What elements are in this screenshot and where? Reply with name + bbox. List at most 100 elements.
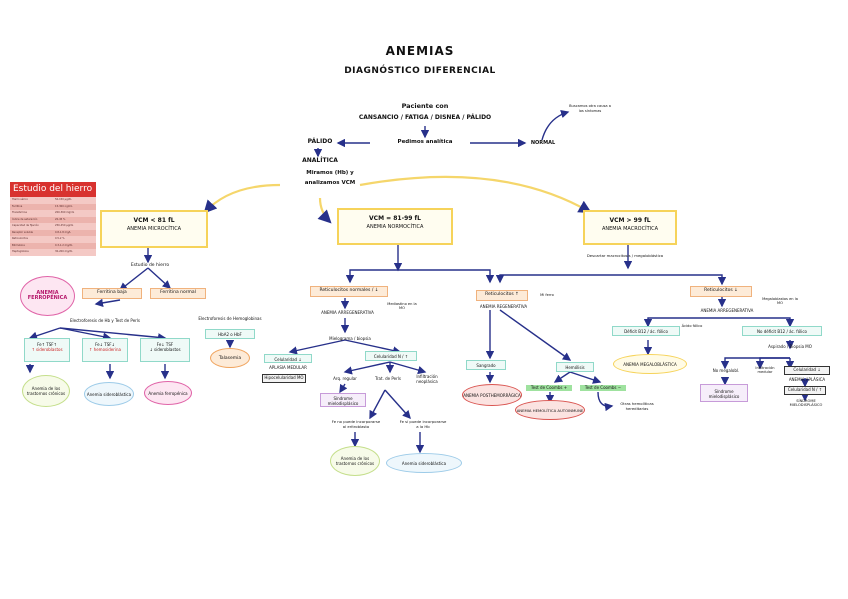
iron-param-range: 30-200 mg/dL <box>55 250 73 253</box>
b12-deficit: Déficit B12 / ác. fólico <box>612 326 680 336</box>
micro-electro-perls: Electroforesis de Hb y Test de Perls <box>69 318 140 323</box>
micro-branch3-b: ↓ sideroblastos <box>149 347 181 352</box>
iron-study-row: Bilirrubina 0.3-1.2 mg/dL <box>10 242 96 249</box>
micro-branch1: Fe↑ TSF↑ ↑ sideroblastos <box>24 338 70 362</box>
folic-note: Ácido fólico <box>681 324 703 328</box>
ferritin-normal: Ferritina normal <box>150 288 206 299</box>
thalassemia: Talasemia <box>210 348 250 368</box>
chronic-disease-anemia-normo: Anemia de los trastornos crónicos <box>330 446 380 476</box>
iron-study-title: Estudio del hierro <box>10 182 96 197</box>
micro-iron-study: Estudio de hierro <box>130 263 170 268</box>
iron-study-panel: Estudio del hierro Hierro sérico 50-150 µ… <box>10 182 96 266</box>
iron-study-row: Índice de saturación 20-45 % <box>10 216 96 223</box>
order-analysis: Pedimos analítica <box>397 139 453 145</box>
normo-reti-high: Reticulocitos ↑ <box>476 290 528 301</box>
macro-name: ANEMIA MACROCÍTICA <box>601 226 659 232</box>
coombs-positive: Test de Coombs + <box>526 385 572 391</box>
iron-param-range: 0.3-1.2 mg/dL <box>55 243 73 247</box>
marrow-biopsy: Mielograma / biopsia <box>329 336 371 341</box>
hypocellular-mo: Hipocelularidad MO <box>262 374 306 383</box>
macro-reti-low: Reticulocitos ↓ <box>690 286 752 297</box>
bleeding: Sangrado <box>466 360 506 370</box>
iron-study-row: Hierro sérico 50-150 µg/dL <box>10 197 96 204</box>
micro-branch2-b: ↑ hemosiderina <box>89 347 121 352</box>
iron-param-name: Índice de saturación <box>12 217 38 221</box>
anemia-check-hb: Miramos (Hb) y <box>306 170 354 176</box>
normo-vcm-box: VCM = 81-99 fL ANEMIA NORMOCÍTICA <box>337 208 453 245</box>
micro-branch2-a: Fe↓ TSF↓ <box>95 342 115 347</box>
coombs-negative: Test de Coombs − <box>580 385 626 391</box>
marrow-infiltration: Infiltración medular <box>755 366 775 374</box>
iron-param-name: Bilirrubina <box>12 243 25 247</box>
normo-perls: Trat. de Perls <box>375 376 401 381</box>
macro-discard: Descartar macrocitosis / megaloblástica <box>586 253 664 258</box>
ferritin-low: Ferritina baja <box>82 288 142 299</box>
normo-name: ANEMIA NORMOCÍTICA <box>366 224 424 230</box>
iron-study-row: Receptor soluble 0.8-1.8 mg/L <box>10 229 96 236</box>
normo-infiltration: Infiltración neoplásica <box>416 374 438 384</box>
macro-note-mo: Megaloblastos en la MO <box>762 297 798 305</box>
macro-celul-normal: Celularidad N / ↑ <box>784 386 826 395</box>
iron-param-name: Capacidad de fijación <box>12 224 39 227</box>
micro-vcm: VCM < 81 fL <box>133 217 175 224</box>
micro-branch1-a: Fe↑ TSF↑ <box>37 342 57 347</box>
normo-celul-low: Celularidad ↓ <box>264 354 312 363</box>
normo-arq-regular: Arq. regular <box>333 376 357 381</box>
fe-incorporated: Fe sí puede incorporarse a la Hb <box>399 419 447 429</box>
aplastic-anemia-label: ANEMIA APLÁSICA <box>788 377 826 382</box>
micro-branch3: Fe↓ TSF ↓ sideroblastos <box>140 338 190 362</box>
hba2-hbf: HbA2 o HbF <box>205 329 255 339</box>
sideroblastic-anemia-normo: Anemia sideroblástica <box>386 453 462 473</box>
normo-note-mo: Mediastino en la MO <box>387 302 417 310</box>
iron-param-name: Transferrina <box>12 211 27 214</box>
posthemorrhagic-anemia: ANEMIA POSTHEMORRÁGICA <box>462 384 522 406</box>
ferropenic-anemia: ANEMIA FERROPÉNICA <box>20 276 75 316</box>
micro-branch1-b: ↑ sideroblastos <box>31 347 63 352</box>
hemolysis: Hemólisis <box>556 362 594 372</box>
patient-symptoms: CANSANCIO / FATIGA / DISNEA / PÁLIDO <box>358 114 492 121</box>
micro-name: ANEMIA MICROCÍTICA <box>126 226 182 232</box>
iron-param-name: Ferritina <box>12 204 23 208</box>
anemia-analyze-vcm: analizamos VCM <box>304 180 356 186</box>
fe-not-incorporated: Fe no puede incorporarse al eritroblasto <box>331 419 381 429</box>
iron-param-range: 20-45 % <box>55 217 66 221</box>
iron-param-range: 200-360 mg/dL <box>55 211 75 214</box>
page-title: ANEMIAS <box>385 44 455 58</box>
iron-param-range: 50-150 µg/dL <box>55 198 72 201</box>
anemia-analytic: ANALÍTICA <box>302 157 338 164</box>
iron-param-range: 0.8-1.8 mg/L <box>55 230 71 234</box>
chronic-disease-anemia-micro: Anemia de los trastornos crónicos <box>22 375 70 407</box>
iron-param-name: Hierro sérico <box>12 198 28 201</box>
iron-param-name: Reticulocitos <box>12 237 28 240</box>
normo-regenerative: ANEMIA REGENERATIVA <box>479 304 528 309</box>
no-b12-deficit: No déficit B12 / ác. fólico <box>742 326 822 336</box>
macro-myelodysplastic: Síndrome mielodisplásico <box>700 384 748 402</box>
page-subtitle: DIAGNÓSTICO DIFERENCIAL <box>344 66 496 76</box>
anemia-pale: PÁLIDO <box>307 138 333 145</box>
marrow-aspirate: Aspirado / Biopsia MO <box>768 344 812 349</box>
normal-note: Buscamos otra causa a los síntomas <box>569 104 611 113</box>
normo-vcm: VCM = 81-99 fL <box>369 215 421 222</box>
aplasia-label: APLASIA MEDULAR <box>269 365 307 370</box>
hb-electrophoresis: Electroforesis de Hemoglobinas <box>198 316 262 321</box>
normo-note-ferro: Mi ferro <box>540 293 554 297</box>
micro-vcm-box: VCM < 81 fL ANEMIA MICROCÍTICA <box>100 210 208 248</box>
myelodysplastic-syndrome: Síndrome mielodisplásico <box>320 393 366 407</box>
macro-arregenerative: ANEMIA ARREGENERATIVA <box>700 308 754 313</box>
autoimmune-hemolytic-anemia: ANEMIA HEMOLÍTICA AUTOINMUNE <box>515 400 585 420</box>
iron-study-row: Transferrina 200-360 mg/dL <box>10 210 96 217</box>
normo-reti-low: Reticulocitos normales / ↓ <box>310 286 388 297</box>
normal-result: NORMAL <box>530 140 556 146</box>
micro-branch3-a: Fe↓ TSF <box>156 342 174 347</box>
normo-celul-normal: Celularidad N / ↑ <box>365 351 417 361</box>
myelodysplastic-label: SÍNDROME MIELODISPLÁSICO <box>789 399 823 407</box>
iron-param-name: Receptor soluble <box>12 230 33 234</box>
micro-branch2: Fe↓ TSF↓ ↑ hemosiderina <box>82 338 128 362</box>
sideroblastic-anemia-micro: Anemia sideroblástica <box>84 382 134 406</box>
ferropenic-anemia-end: Anemia ferropénica <box>144 381 192 405</box>
other-hereditary-hemolytic: Otras hemolíticas hereditarias <box>620 401 654 411</box>
